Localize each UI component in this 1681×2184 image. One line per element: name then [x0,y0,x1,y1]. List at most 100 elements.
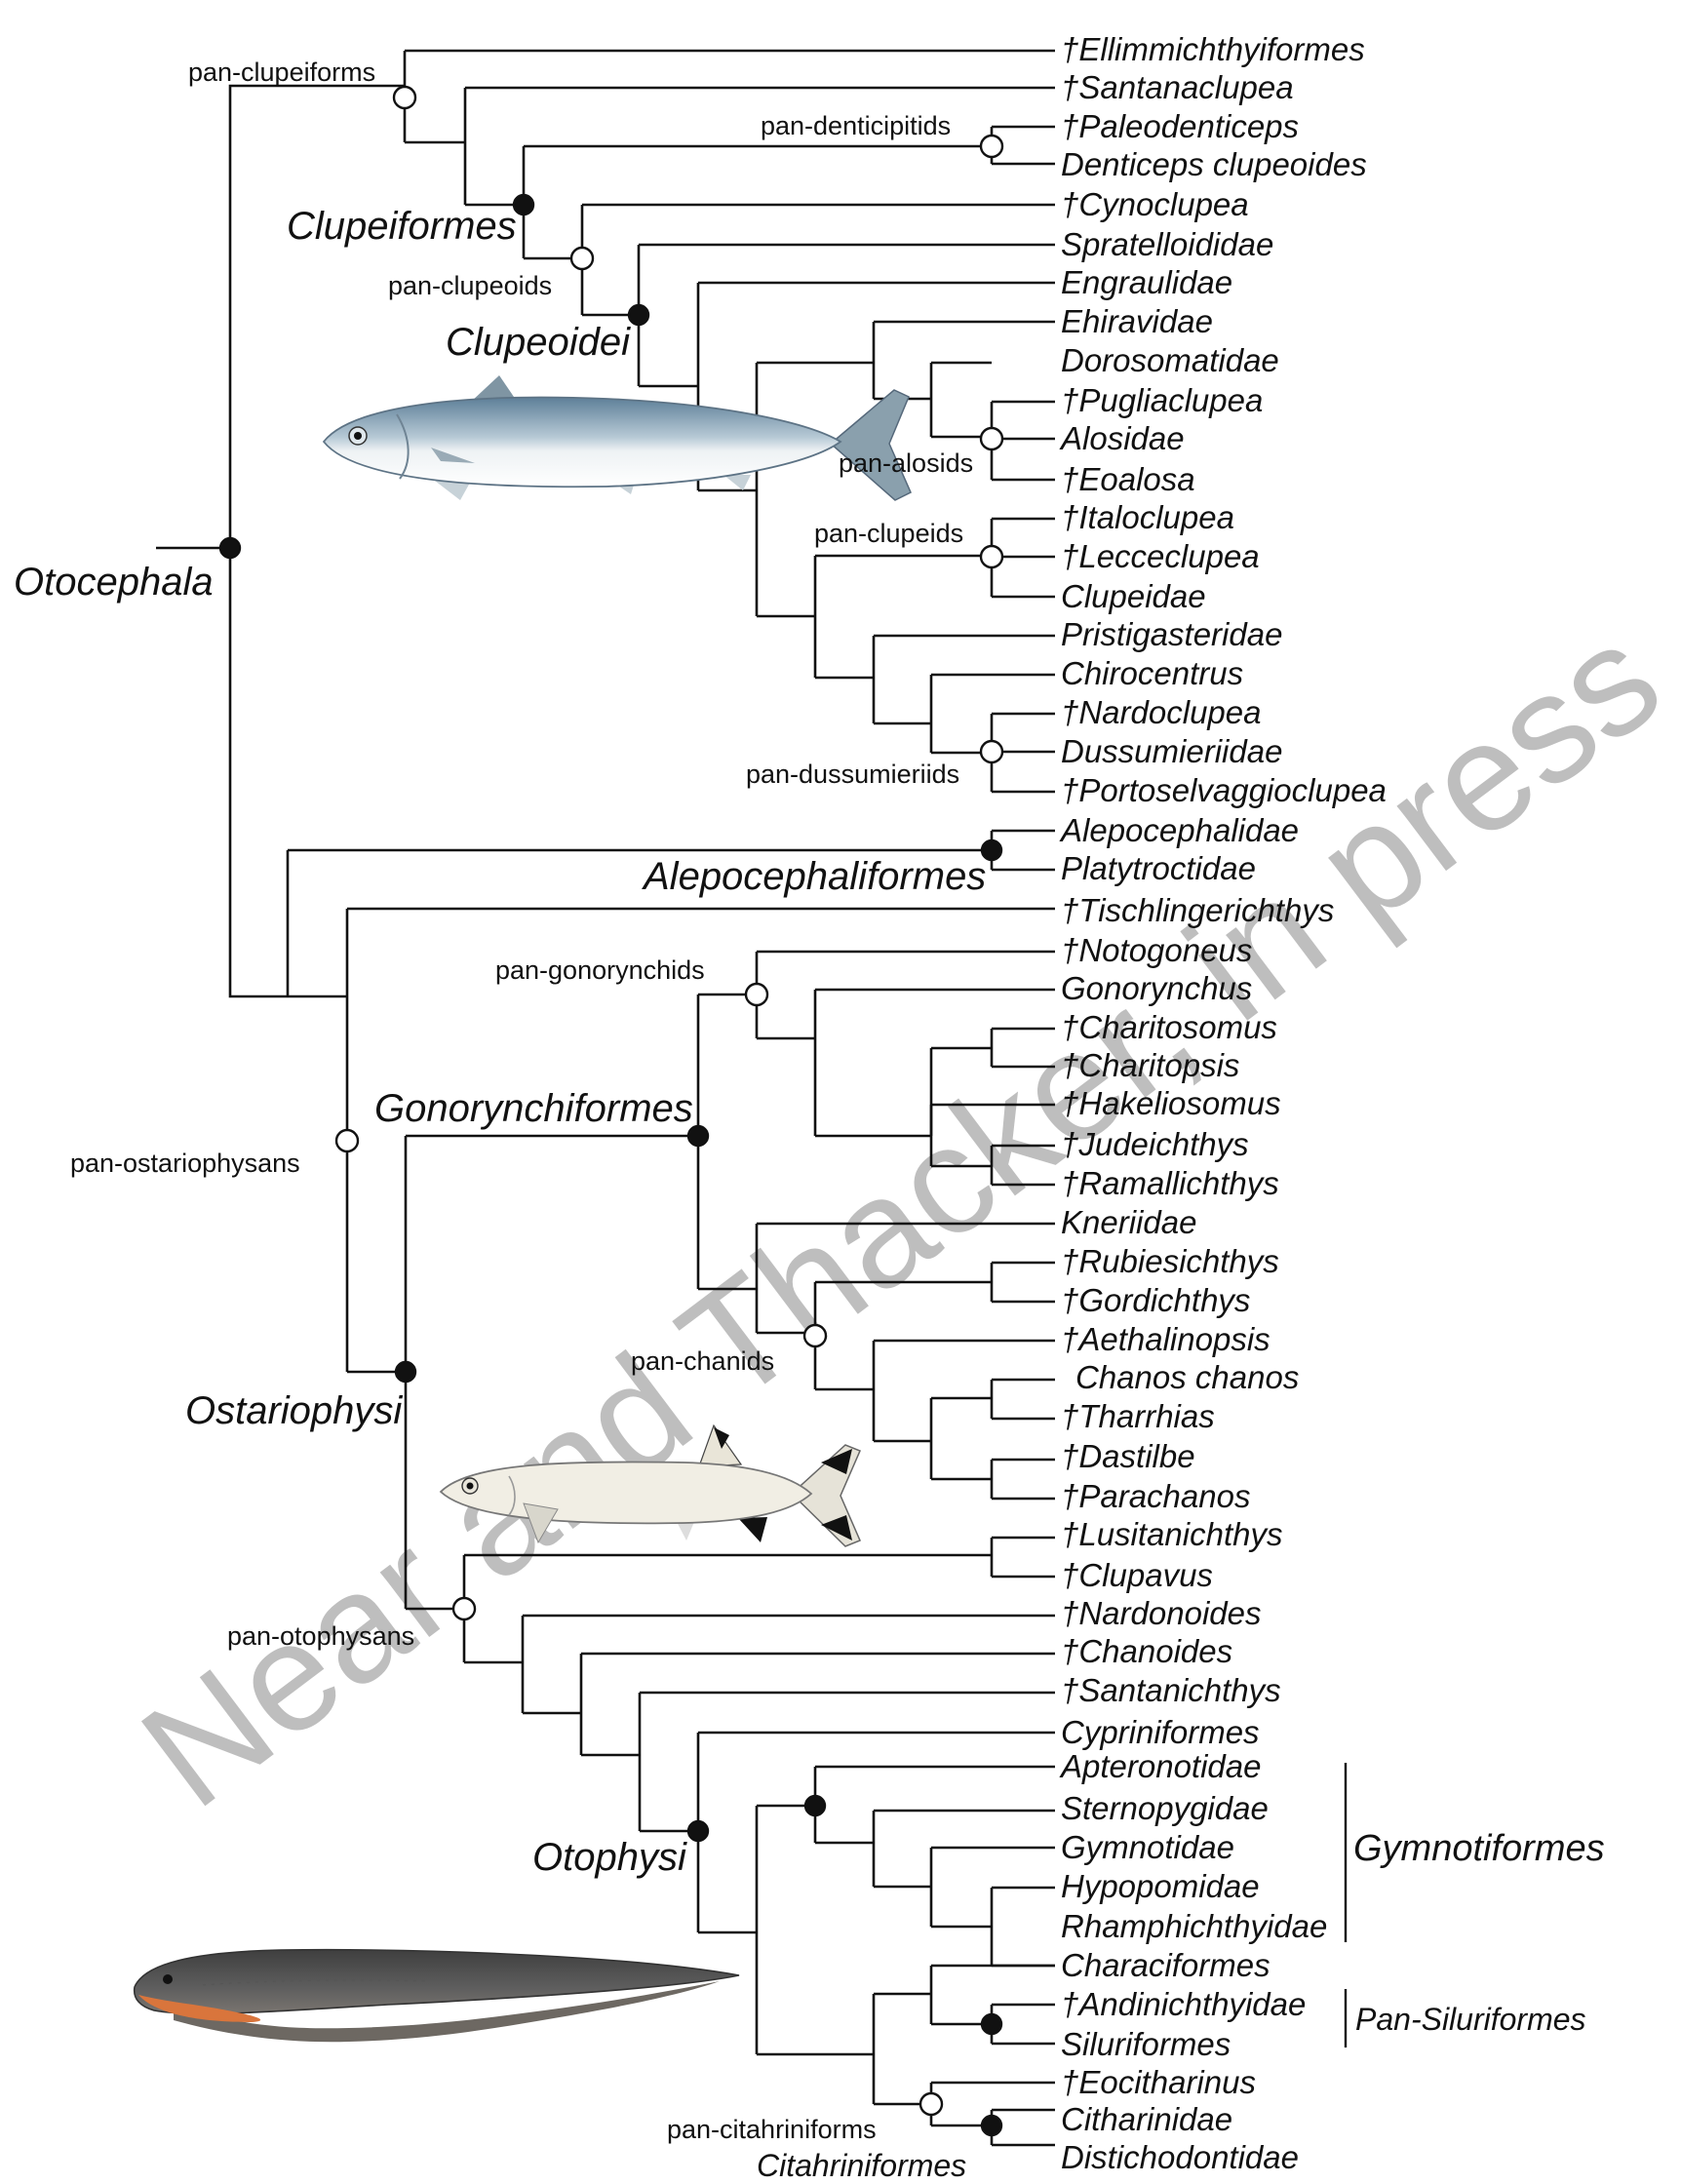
tip-siluriformes: Siluriformes [1061,2026,1231,2062]
node-pan-clupeoids [569,246,595,271]
tip-dussumieriidae: Dussumieriidae [1061,733,1282,769]
node-pan-chanids [802,1323,828,1348]
clade-gonorynchiformes: Gonorynchiformes [374,1087,693,1130]
tip-portoselvaggioclupea: †Portoselvaggioclupea [1061,772,1387,808]
tip-labels: †Ellimmichthyiformes †Santanaclupea †Pal… [1059,31,1387,2175]
node-pan-ostariophysans [334,1128,360,1153]
node-gymnotiformes [803,1794,827,1817]
tip-nardoclupea: †Nardoclupea [1061,694,1261,730]
herring-illustration [322,375,912,501]
node-alepocephaliformes [980,838,1003,862]
tip-citharinidae: Citharinidae [1061,2101,1232,2137]
tip-charitosomus: †Charitosomus [1061,1009,1277,1045]
tip-alepocephalidae: Alepocephalidae [1059,812,1299,848]
tip-kneriidae: Kneriidae [1061,1204,1196,1240]
tip-hypopomidae: Hypopomidae [1061,1868,1260,1904]
tip-gordichthys: †Gordichthys [1061,1282,1250,1318]
node-pan-dussumieriids [979,739,1004,764]
clade-labels: Otocephala Clupeiformes Clupeoidei Alepo… [14,205,1605,2183]
label-pan-clupeids: pan-clupeids [814,519,963,548]
node-clupeoidei [627,303,650,327]
tip-lusitanichthys: †Lusitanichthys [1061,1516,1282,1552]
tip-parachanos: †Parachanos [1061,1478,1250,1514]
label-pan-ostariophysans: pan-ostariophysans [70,1149,300,1178]
tip-santanaclupea: †Santanaclupea [1061,69,1294,105]
node-pan-otophysans [451,1596,477,1621]
tip-hakeliosomus: †Hakeliosomus [1061,1085,1281,1121]
tip-paleodenticeps: †Paleodenticeps [1061,108,1299,144]
clade-gymnotiformes: Gymnotiformes [1353,1828,1605,1869]
tip-notogoneus: †Notogoneus [1061,932,1252,968]
tip-tischlingerichthys: †Tischlingerichthys [1061,892,1334,928]
tip-rubiesichthys: †Rubiesichthys [1061,1243,1279,1279]
tip-gonorynchus: Gonorynchus [1061,970,1252,1006]
label-pan-clupeoids: pan-clupeoids [388,271,552,300]
tip-platytroctidae: Platytroctidae [1061,850,1256,886]
tip-santanichthys: †Santanichthys [1061,1672,1281,1708]
clade-clupeiformes: Clupeiformes [287,205,517,248]
tip-sternopygidae: Sternopygidae [1061,1790,1269,1826]
tip-characiformes: Characiformes [1061,1947,1271,1983]
node-clupeiformes [512,193,535,216]
tip-pugliaclupea: †Pugliaclupea [1061,382,1263,418]
label-pan-citahriniforms: pan-citahriniforms [667,2115,877,2144]
node-pan-siluriformes [980,2012,1003,2036]
tip-pristigasteridae: Pristigasteridae [1061,616,1282,652]
clade-otocephala: Otocephala [14,561,214,604]
label-pan-denticipitids: pan-denticipitids [761,111,951,140]
label-pan-alosids: pan-alosids [839,448,973,478]
node-pan-clupeids [979,544,1004,569]
tip-alosidae: Alosidae [1059,420,1185,456]
tip-cypriniformes: Cypriniformes [1061,1714,1260,1750]
node-otophysi [686,1819,710,1843]
tip-aethalinopsis: †Aethalinopsis [1061,1321,1271,1357]
node-ostariophysi [394,1360,417,1384]
node-gonorynchiformes [686,1124,710,1148]
pan-group-labels: pan-clupeiforms pan-denticipitids pan-cl… [70,58,973,2144]
clade-citahriniformes: Citahriniformes [757,2148,966,2183]
clade-alepocephaliformes: Alepocephaliformes [642,855,986,898]
node-otocephala [218,536,242,560]
tip-rhamphichthyidae: Rhamphichthyidae [1061,1908,1327,1944]
label-pan-gonorynchids: pan-gonorynchids [495,956,705,985]
tip-chanos-chanos: Chanos chanos [1075,1359,1299,1395]
tip-eoalosa: †Eoalosa [1061,461,1195,497]
label-pan-otophysans: pan-otophysans [227,1621,414,1651]
tip-dorosomatidae: Dorosomatidae [1061,342,1279,378]
milkfish-illustration [439,1424,861,1547]
tip-italoclupea: †Italoclupea [1061,499,1234,535]
tip-distichodontidae: Distichodontidae [1061,2139,1299,2175]
tip-lecceclupea: †Lecceclupea [1061,538,1260,574]
tip-clupavus: †Clupavus [1061,1557,1213,1593]
clade-otophysi: Otophysi [532,1836,687,1879]
tip-andinichthyidae: †Andinichthyidae [1061,1986,1306,2022]
tip-ellimmichthyiformes: †Ellimmichthyiformes [1061,31,1365,67]
node-pan-gonorynchids [744,982,769,1007]
tip-ehiravidae: Ehiravidae [1061,303,1213,339]
tip-dastilbe: †Dastilbe [1061,1438,1195,1474]
tip-spratelloididae: Spratelloididae [1061,226,1273,262]
tip-engraulidae: Engraulidae [1061,264,1232,300]
node-markers [218,85,1004,2137]
node-citahriniformes [980,2114,1003,2137]
clade-clupeoidei: Clupeoidei [446,321,631,364]
tip-chanoides: †Chanoides [1061,1633,1232,1669]
tip-judeichthys: †Judeichthys [1061,1126,1249,1162]
tip-clupeidae: Clupeidae [1061,578,1206,614]
label-pan-dussumieriids: pan-dussumieriids [746,760,959,789]
tip-nardonoides: †Nardonoides [1061,1595,1261,1631]
tip-tharrhias: †Tharrhias [1061,1398,1215,1434]
node-pan-clupeiforms [392,85,417,110]
tip-apteronotidae: Apteronotidae [1059,1748,1262,1784]
clade-pan-siluriformes: Pan-Siluriformes [1355,2002,1586,2037]
tip-eocitharinus: †Eocitharinus [1061,2064,1256,2100]
node-pan-denticipitids [979,134,1004,159]
label-pan-clupeiforms: pan-clupeiforms [188,58,375,87]
node-pan-alosids [979,426,1004,451]
tip-cynoclupea: †Cynoclupea [1061,186,1249,222]
tip-ramallichthys: †Ramallichthys [1061,1165,1279,1201]
knifefish-illustration [133,1948,740,2043]
tip-chirocentrus: Chirocentrus [1061,655,1243,691]
tip-denticeps-clupeoides: Denticeps clupeoides [1061,146,1367,182]
